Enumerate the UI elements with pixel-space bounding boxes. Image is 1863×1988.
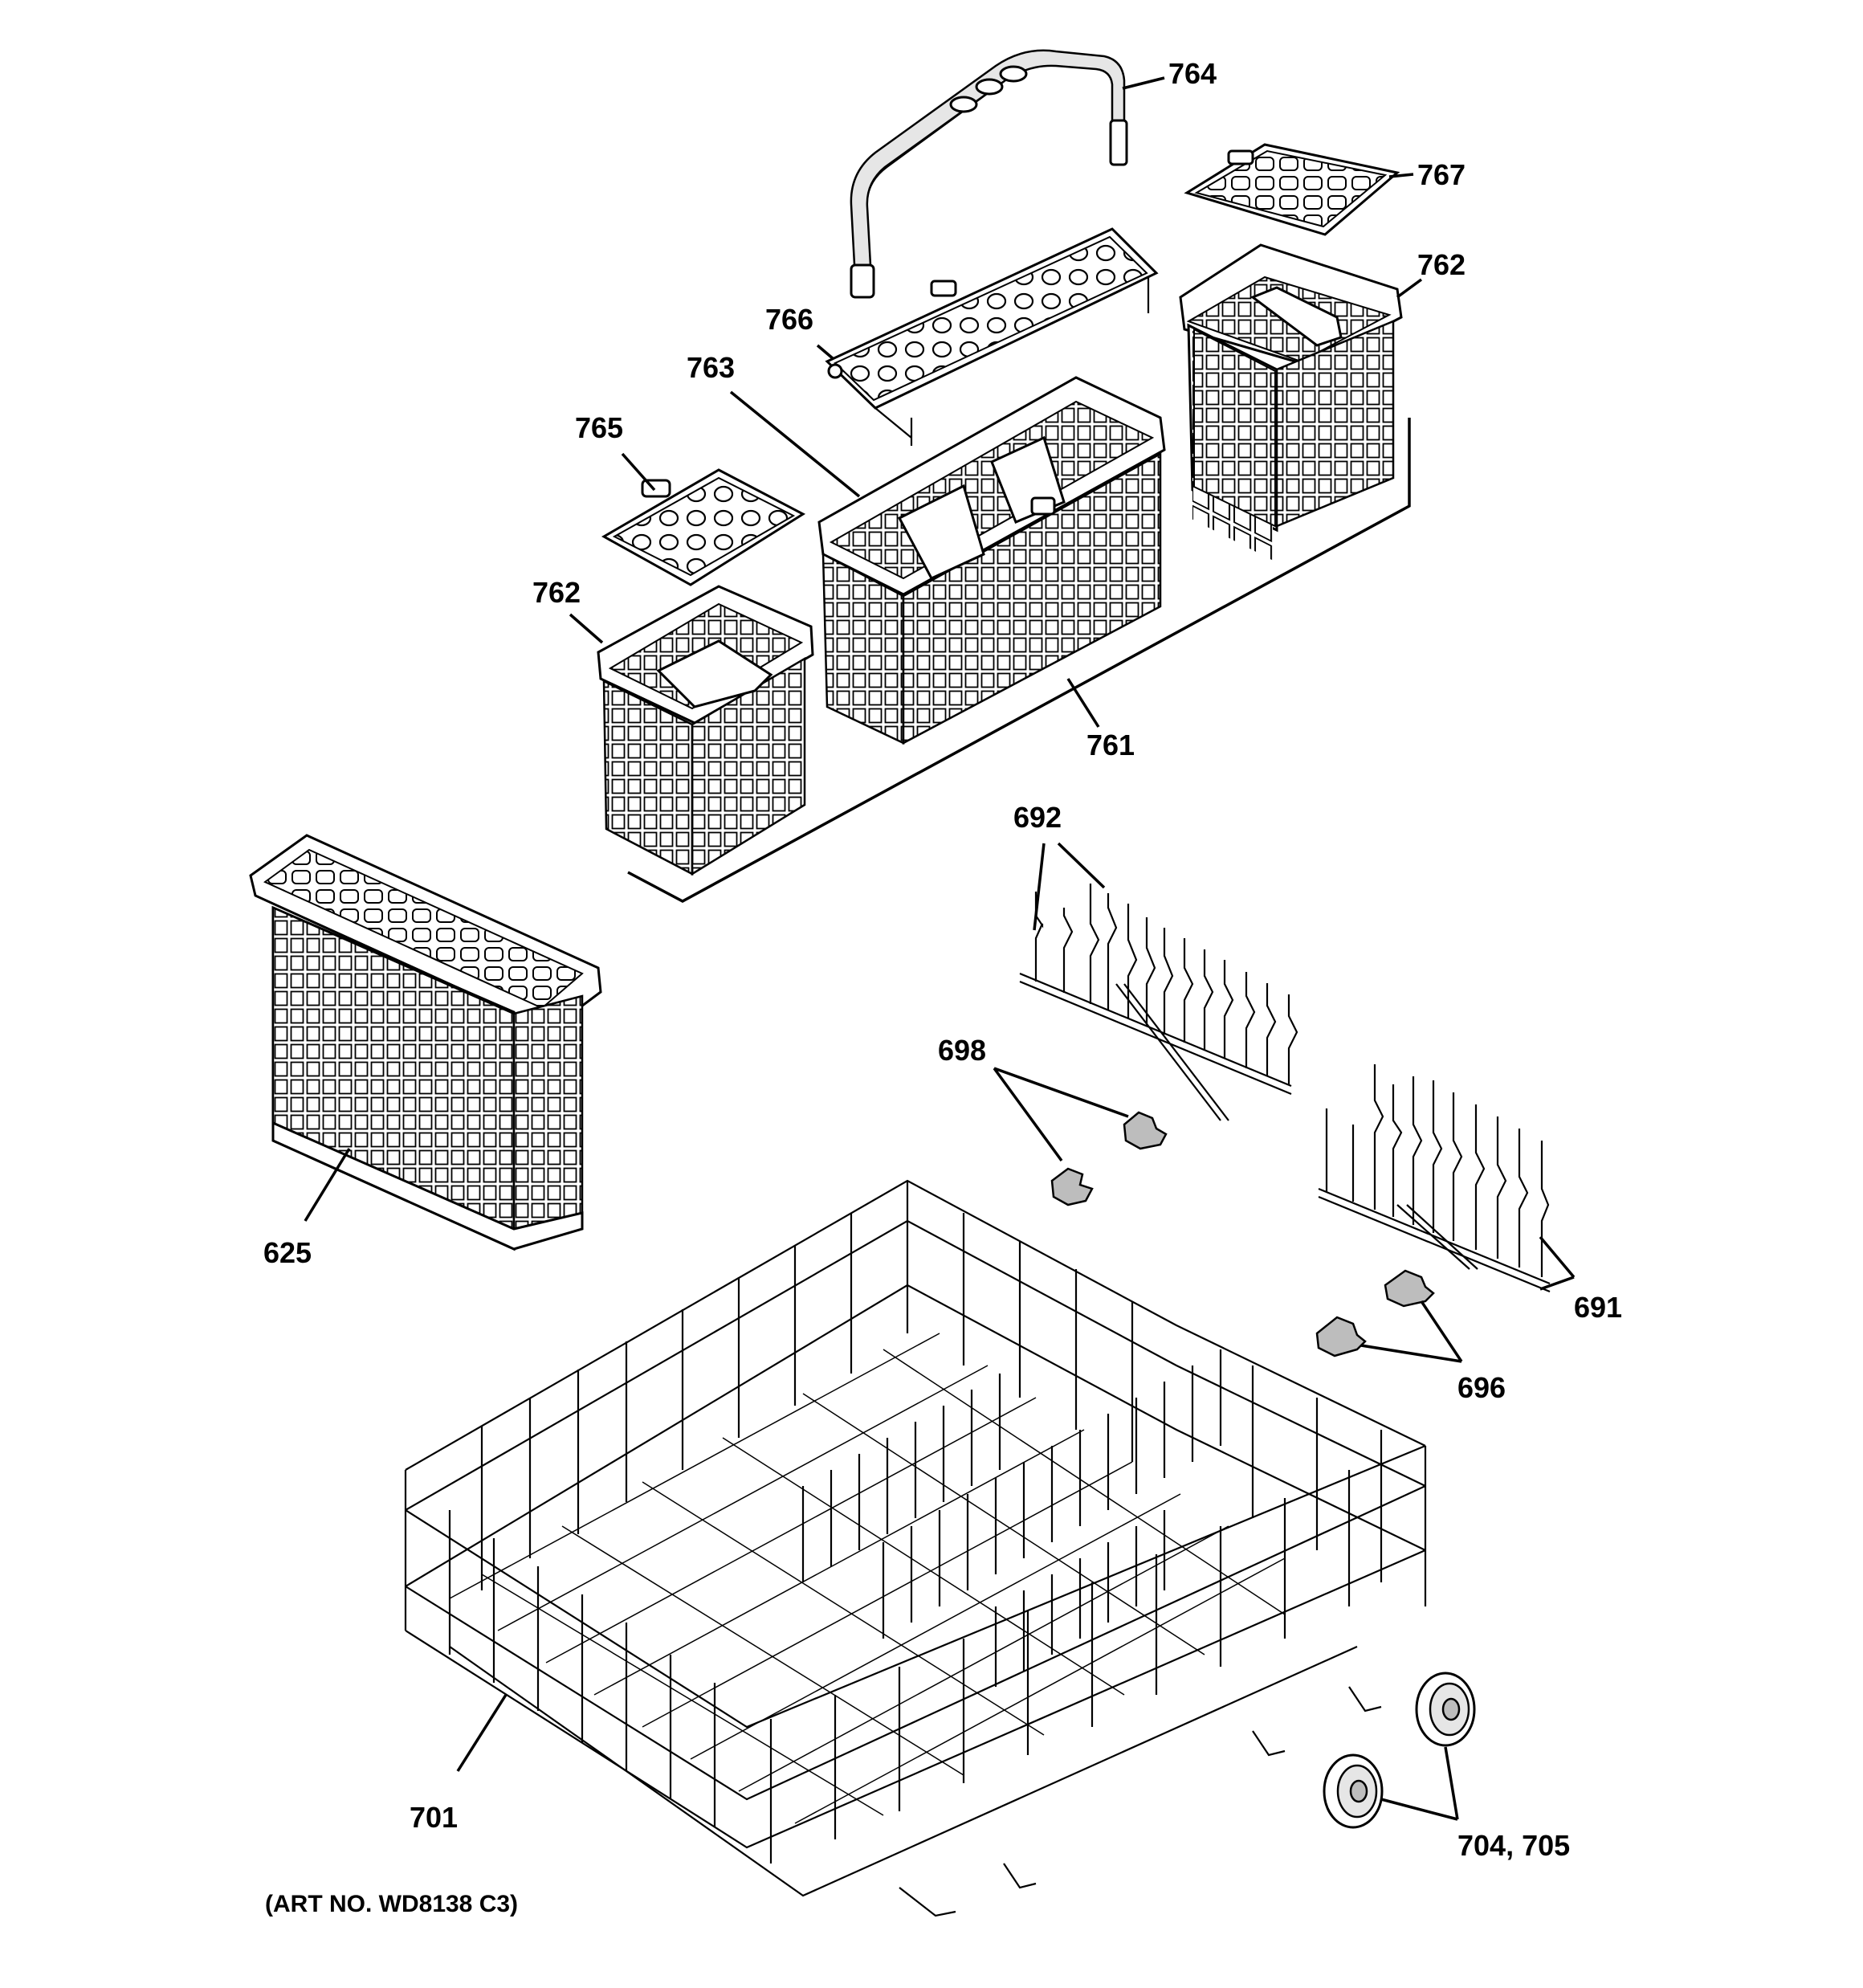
wheels-704-705 <box>1323 1672 1476 1829</box>
callout-labels: 764 767 762 766 763 765 762 761 692 698 … <box>263 57 1622 1917</box>
tine-row-692 <box>1019 884 1298 1121</box>
callout-704-705: 704, 705 <box>1457 1829 1570 1862</box>
clips-698 <box>1050 1111 1168 1206</box>
basket-762-left <box>597 585 814 876</box>
callout-766: 766 <box>765 303 813 336</box>
basket-handle-764 <box>850 49 1128 299</box>
callout-691: 691 <box>1574 1291 1622 1324</box>
rack-front-wires <box>448 1470 1351 1863</box>
callout-764: 764 <box>1168 57 1217 90</box>
cover-766 <box>825 227 1159 446</box>
art-number: (ART NO. WD8138 C3) <box>265 1891 518 1917</box>
rack-feet <box>899 1686 1382 1917</box>
tine-row-691 <box>1318 1064 1551 1293</box>
callout-762-right: 762 <box>1417 248 1466 281</box>
leader-lines <box>304 76 1576 1821</box>
basket-625 <box>249 834 602 1251</box>
lower-rack-701 <box>404 1179 1427 1917</box>
bracket-761 <box>627 418 1411 903</box>
callout-767: 767 <box>1417 158 1466 191</box>
basket-763 <box>817 376 1166 745</box>
rack-tines <box>801 1349 1222 1687</box>
rack-floor <box>449 1333 1286 1824</box>
basket-762-right <box>1179 243 1403 561</box>
callout-763: 763 <box>687 351 735 384</box>
rack-back-wires <box>480 1213 1383 1590</box>
cover-765 <box>601 468 806 586</box>
callout-701: 701 <box>410 1801 458 1834</box>
callout-762-left: 762 <box>532 576 581 609</box>
callout-765: 765 <box>575 411 623 444</box>
clips-696 <box>1315 1269 1435 1357</box>
callout-692: 692 <box>1013 801 1062 834</box>
callout-761: 761 <box>1086 729 1135 761</box>
callout-698: 698 <box>938 1034 986 1067</box>
callout-625: 625 <box>263 1236 312 1269</box>
callout-696: 696 <box>1457 1371 1506 1404</box>
cover-767 <box>1184 143 1400 236</box>
